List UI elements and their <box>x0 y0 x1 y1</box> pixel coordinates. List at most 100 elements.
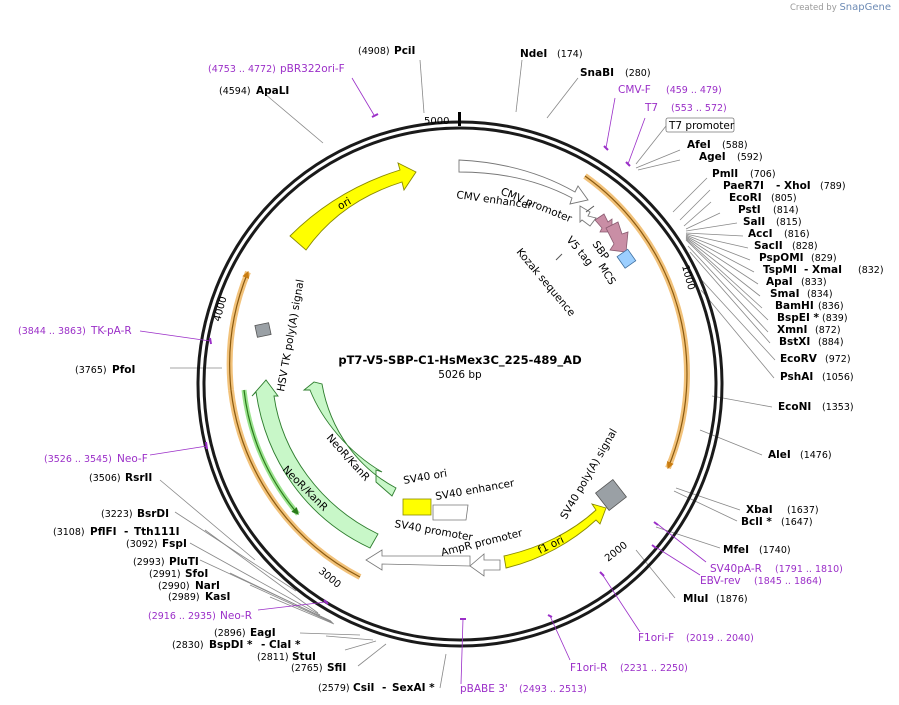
primer-pbr322ori-f: pBR322ori-F <box>280 63 345 75</box>
site-mfei: MfeI <box>723 544 749 556</box>
cmv-enhancer-arrow <box>458 159 589 205</box>
primer-cmv-f: CMV-F <box>618 84 651 96</box>
site-ecori-pos: (805) <box>771 193 797 204</box>
site-bsrdi-pos: (3223) <box>101 509 133 520</box>
primer-leader-lines <box>139 77 707 685</box>
site-psti-pos: (814) <box>773 205 799 216</box>
sv40-promoter-arrow <box>365 549 471 571</box>
orf-arc-left <box>228 389 362 580</box>
site-bspei-pos: (839) <box>822 313 848 324</box>
label-kozak: Kozak sequence <box>514 246 578 319</box>
site-alei: AleI <box>768 449 791 461</box>
primer-f1ori-f-pos: (2019 .. 2040) <box>686 633 754 644</box>
ori-arrow <box>289 162 417 251</box>
site-clai: ClaI * <box>269 639 301 651</box>
site-xmni: XmnI <box>777 324 807 336</box>
f1-ori-arrow <box>503 503 607 569</box>
primer-cmv-f-pos: (459 .. 479) <box>666 85 722 96</box>
primer-neo-r-pos: (2916 .. 2935) <box>148 611 216 622</box>
site-apai-pos: (833) <box>801 277 827 288</box>
t7-promoter-leader <box>635 125 667 165</box>
site-sexai: SexAI * <box>392 682 435 694</box>
site-psti: PstI <box>738 204 761 216</box>
primer-neo-f: Neo-F <box>117 453 148 465</box>
site-pcii-pos: (4908) <box>358 46 390 57</box>
ruler-tick-5000: 5000 <box>424 116 449 127</box>
site-smai-pos: (834) <box>807 289 833 300</box>
site-csii-pos: (2579) <box>318 683 350 694</box>
plasmid-name: pT7-V5-SBP-C1-HsMex3C_225-489_AD <box>338 353 581 368</box>
site-snabi: SnaBI <box>580 67 614 79</box>
site-sali-pos: (815) <box>776 217 802 228</box>
site-xmai: XmaI <box>812 264 842 276</box>
site-paer7i: PaeR7I <box>723 180 764 192</box>
orf-arc-left-upper <box>226 270 251 391</box>
label-neo-outer: NeoR/KanR <box>280 464 330 514</box>
primer-f1ori-r-pos: (2231 .. 2250) <box>620 663 688 674</box>
site-acci-pos: (816) <box>784 229 810 240</box>
ruler-tick-2000: 2000 <box>603 540 630 564</box>
site-bamhi: BamHI <box>775 300 814 312</box>
primer-t7: T7 <box>644 102 658 114</box>
site-bspdi: BspDI * <box>209 639 253 651</box>
site-bcli: BclI * <box>741 516 772 528</box>
site-mlui: MluI <box>683 593 708 605</box>
site-sali: SalI <box>743 216 765 228</box>
site-sfii-pos: (2765) <box>291 663 323 674</box>
credit-prefix: Created by <box>789 3 837 13</box>
site-stui: StuI <box>292 651 316 663</box>
site-afei-pos: (588) <box>722 140 748 151</box>
site-alei-pos: (1476) <box>800 450 832 461</box>
site-pshai-pos: (1056) <box>822 372 854 383</box>
label-f1-ori: f1 ori <box>536 534 566 557</box>
site-tspmi: TspMI <box>763 264 797 276</box>
primer-pbr322ori-f-pos: (4753 .. 4772) <box>208 64 276 75</box>
site-bspdi-sep: - <box>261 639 265 651</box>
site-bsrdi: BsrDI <box>137 508 169 520</box>
site-bamhi-pos: (836) <box>818 301 844 312</box>
site-econi: EcoNI <box>778 401 811 413</box>
primer-sv40pa-r-pos: (1791 .. 1810) <box>775 564 843 575</box>
site-apai: ApaI <box>766 276 793 288</box>
site-xmni-pos: (872) <box>815 325 841 336</box>
site-bstxi: BstXI <box>779 336 810 348</box>
snapgene-logo-text: SnapGene <box>839 2 891 13</box>
site-csii-sep: - <box>382 682 386 694</box>
site-fspi: FspI <box>162 538 187 550</box>
site-econi-pos: (1353) <box>822 402 854 413</box>
site-pspomi-pos: (829) <box>811 253 837 264</box>
site-kasi-pos: (2989) <box>168 592 200 603</box>
site-bcli-pos: (1647) <box>781 517 813 528</box>
orf-arc-neo-green <box>241 389 300 516</box>
site-eagi-pos: (2896) <box>214 628 246 639</box>
site-ecorv-pos: (972) <box>825 354 851 365</box>
site-pfoi: PfoI <box>112 364 135 376</box>
site-ndei: NdeI <box>520 48 547 60</box>
site-xbai: XbaI <box>746 504 773 516</box>
site-eagi: EagI <box>250 627 276 639</box>
primer-pbabe-3-pos: (2493 .. 2513) <box>519 684 587 695</box>
site-snabi-pos: (280) <box>625 68 651 79</box>
label-neo-inner: NeoR/KanR <box>324 432 372 484</box>
site-bstxi-pos: (884) <box>818 337 844 348</box>
plasmid-size: 5026 bp <box>438 369 482 381</box>
primer-labels: CMV-F (459 .. 479) T7 (553 .. 572) SV40p… <box>18 63 843 695</box>
primer-neo-f-pos: (3526 .. 3545) <box>44 454 112 465</box>
primer-ebv-rev-pos: (1845 .. 1864) <box>754 576 822 587</box>
site-afei: AfeI <box>687 139 711 151</box>
site-pfoi-pos: (3765) <box>75 365 107 376</box>
site-csii: CsiI <box>353 682 374 694</box>
snapgene-credit: Created by SnapGene <box>790 2 891 13</box>
primer-ebv-rev: EBV-rev <box>700 575 741 587</box>
neo-inner-arrow <box>302 381 397 497</box>
site-pshai: PshAI <box>780 371 813 383</box>
site-sacii: SacII <box>754 240 783 252</box>
site-pmli: PmlI <box>712 168 738 180</box>
site-xmai-pos: (832) <box>858 265 884 276</box>
site-tspmi-sep: - <box>804 264 808 276</box>
sv40-enhancer-box <box>432 504 469 521</box>
site-pcii: PciI <box>394 45 415 57</box>
sv40-ori-box <box>402 498 432 516</box>
site-apali: ApaLI <box>256 85 289 97</box>
ampr-promoter-arrow <box>469 553 501 577</box>
